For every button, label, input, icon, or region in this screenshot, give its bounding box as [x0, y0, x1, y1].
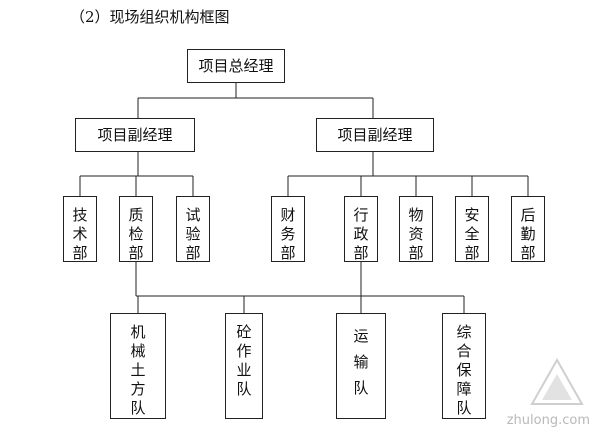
team-char: 砼	[236, 323, 252, 341]
department-char: 后	[520, 206, 536, 224]
team-char: 业	[236, 361, 252, 379]
team-char: 机	[130, 323, 146, 341]
deputy-manager-right-box: 项目副经理	[316, 118, 434, 152]
deputy-manager-right-label: 项目副经理	[337, 125, 413, 144]
department-char: 部	[185, 244, 201, 262]
team-char: 合	[456, 342, 472, 360]
department-char: 试	[185, 206, 201, 224]
department-box-logistics: 后 勤 部	[511, 196, 545, 262]
general-manager-box: 项目总经理	[187, 49, 285, 83]
department-char: 检	[128, 225, 144, 243]
department-char: 技	[72, 206, 88, 224]
department-char: 财	[280, 206, 296, 224]
department-char: 部	[72, 244, 88, 262]
deputy-manager-left-label: 项目副经理	[97, 125, 173, 144]
team-char: 队	[236, 380, 252, 398]
department-char: 部	[464, 244, 480, 262]
department-char: 资	[408, 225, 424, 243]
team-char: 障	[456, 380, 472, 398]
general-manager-label: 项目总经理	[198, 56, 274, 75]
department-char: 部	[280, 244, 296, 262]
team-char: 队	[130, 399, 146, 417]
team-char: 作	[236, 342, 252, 360]
team-box-transport: 运 输 队	[336, 313, 386, 419]
team-char: 保	[456, 361, 472, 379]
team-box-earthwork: 机 械 土 方 队	[110, 313, 166, 419]
deputy-manager-left-box: 项目副经理	[75, 118, 195, 152]
team-char: 械	[130, 342, 146, 360]
department-char: 部	[353, 244, 369, 262]
department-box-finance: 财 务 部	[271, 196, 305, 262]
department-box-safety: 安 全 部	[455, 196, 489, 262]
team-char: 土	[130, 361, 146, 379]
watermark-text: zhulong.com	[506, 413, 590, 428]
department-box-admin: 行 政 部	[344, 196, 378, 262]
team-box-concrete: 砼 作 业 队	[225, 313, 263, 419]
team-char: 运	[353, 327, 369, 345]
team-box-support: 综 合 保 障 队	[442, 313, 486, 419]
team-char: 队	[353, 379, 369, 397]
department-char: 验	[185, 225, 201, 243]
team-char: 方	[130, 380, 146, 398]
team-char: 综	[456, 323, 472, 341]
department-char: 术	[72, 225, 88, 243]
diagram-title: （2）现场组织机构框图	[70, 8, 230, 26]
department-char: 安	[464, 206, 480, 224]
department-char: 部	[520, 244, 536, 262]
department-box-tech: 技 术 部	[63, 196, 97, 262]
team-char: 输	[353, 353, 369, 371]
department-char: 物	[408, 206, 424, 224]
department-box-testing: 试 验 部	[176, 196, 210, 262]
zhulong-logo-icon	[530, 358, 584, 405]
department-char: 行	[353, 206, 369, 224]
team-char: 队	[456, 399, 472, 417]
department-char: 勤	[520, 225, 536, 243]
department-char: 部	[408, 244, 424, 262]
department-char: 务	[280, 225, 296, 243]
department-char: 政	[353, 225, 369, 243]
department-box-materials: 物 资 部	[399, 196, 433, 262]
department-char: 全	[464, 225, 480, 243]
department-char: 质	[128, 206, 144, 224]
department-box-quality: 质 检 部	[119, 196, 153, 262]
department-char: 部	[128, 244, 144, 262]
